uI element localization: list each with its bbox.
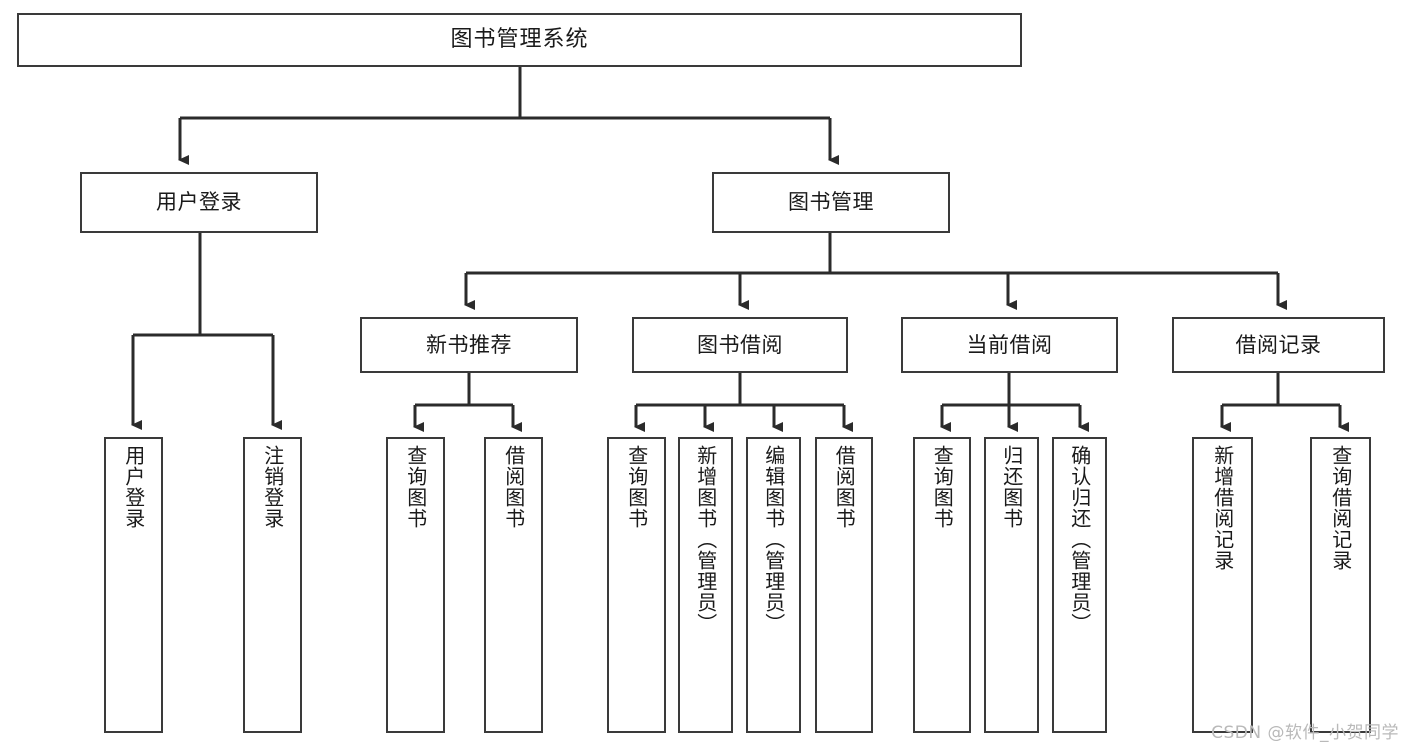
node-label: 借阅图书 xyxy=(832,445,857,529)
node-label: 查询图书 xyxy=(930,445,955,529)
leaf-borrow-book[interactable]: 借阅图书 xyxy=(815,437,873,733)
leaf-edit-book-admin[interactable]: 编辑图书（管理员） xyxy=(746,437,801,733)
node-root-book-management-system[interactable]: 图书管理系统 xyxy=(17,13,1022,67)
node-new-book-recommend[interactable]: 新书推荐 xyxy=(360,317,578,373)
node-book-borrow[interactable]: 图书借阅 xyxy=(632,317,848,373)
node-label: 查询图书 xyxy=(403,445,428,529)
leaf-confirm-return-admin[interactable]: 确认归还（管理员） xyxy=(1052,437,1107,733)
node-label: 用户登录 xyxy=(121,445,146,529)
node-label: 查询借阅记录 xyxy=(1328,445,1353,571)
node-borrow-record[interactable]: 借阅记录 xyxy=(1172,317,1385,373)
leaf-query-book-current[interactable]: 查询图书 xyxy=(913,437,971,733)
node-label: 借阅记录 xyxy=(1235,332,1322,357)
node-label: 确认归还（管理员） xyxy=(1067,445,1092,634)
watermark: CSDN @软件_小贺同学 xyxy=(1211,723,1399,743)
leaf-query-book-borrow[interactable]: 查询图书 xyxy=(607,437,666,733)
leaf-return-book[interactable]: 归还图书 xyxy=(984,437,1039,733)
leaf-query-borrow-record[interactable]: 查询借阅记录 xyxy=(1310,437,1371,733)
node-label: 新增图书（管理员） xyxy=(693,445,718,634)
node-book-management[interactable]: 图书管理 xyxy=(712,172,950,233)
node-label: 图书管理系统 xyxy=(450,27,589,53)
node-label: 新增借阅记录 xyxy=(1210,445,1235,571)
node-label: 查询图书 xyxy=(624,445,649,529)
node-label: 新书推荐 xyxy=(426,332,512,357)
node-label: 图书借阅 xyxy=(697,332,783,357)
leaf-user-login[interactable]: 用户登录 xyxy=(104,437,163,733)
node-user-login[interactable]: 用户登录 xyxy=(80,172,318,233)
node-label: 编辑图书（管理员） xyxy=(761,445,786,634)
leaf-borrow-book-recommend[interactable]: 借阅图书 xyxy=(484,437,543,733)
node-label: 归还图书 xyxy=(999,445,1024,529)
leaf-user-logout[interactable]: 注销登录 xyxy=(243,437,302,733)
node-current-borrow[interactable]: 当前借阅 xyxy=(901,317,1118,373)
node-label: 用户登录 xyxy=(156,190,242,215)
leaf-add-book-admin[interactable]: 新增图书（管理员） xyxy=(678,437,733,733)
node-label: 图书管理 xyxy=(788,190,874,215)
leaf-query-book-recommend[interactable]: 查询图书 xyxy=(386,437,445,733)
node-label: 当前借阅 xyxy=(966,332,1053,357)
leaf-add-borrow-record[interactable]: 新增借阅记录 xyxy=(1192,437,1253,733)
node-label: 借阅图书 xyxy=(501,445,526,529)
node-label: 注销登录 xyxy=(260,445,285,529)
